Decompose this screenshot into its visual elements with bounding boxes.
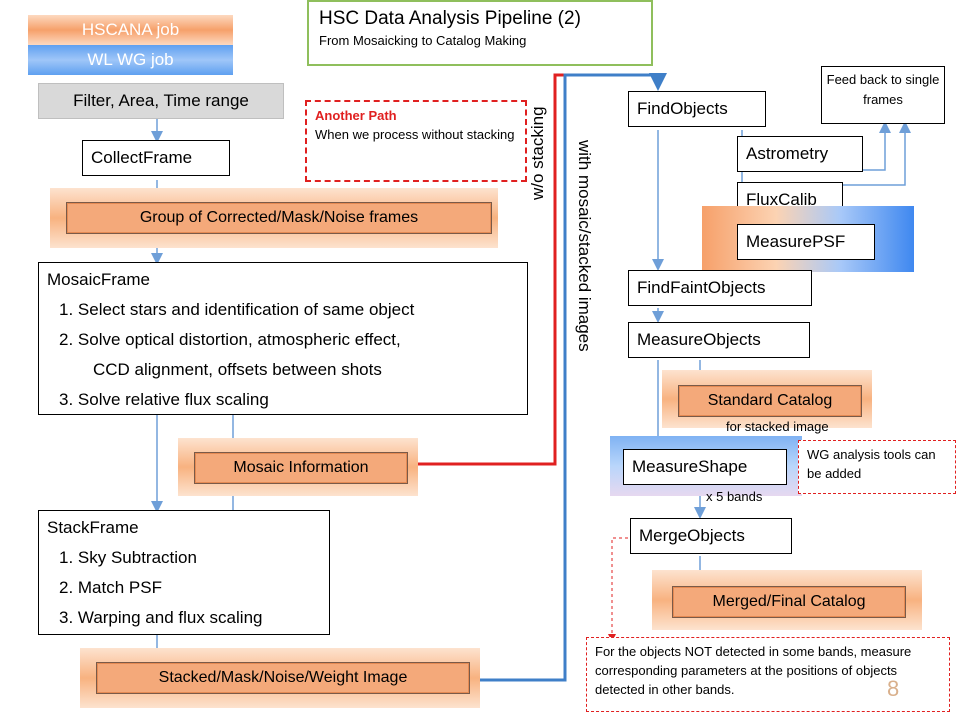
page-subtitle: From Mosaicking to Catalog Making	[319, 33, 527, 48]
title-box: HSC Data Analysis Pipeline (2) From Mosa…	[307, 0, 653, 66]
stack-frame-title: StackFrame	[47, 518, 139, 537]
collect-frame-box: CollectFrame	[82, 140, 230, 176]
mosaic-frame-title: MosaicFrame	[47, 270, 150, 289]
stack-frame-item-2: 2. Match PSF	[59, 578, 162, 597]
another-path-title: Another Path	[315, 108, 397, 123]
wo-stacking-label: w/o stacking	[528, 106, 547, 200]
legend-wlwg: WL WG job	[28, 45, 233, 75]
another-path-box: Another Path When we process without sta…	[305, 100, 527, 182]
page-number: 8	[887, 676, 900, 701]
feed-back-box: Feed back to single frames	[821, 66, 945, 124]
group-label: Group of Corrected/Mask/Noise frames	[66, 202, 492, 234]
mosaic-info-label: Mosaic Information	[194, 452, 408, 484]
arrow-astrometry-feedback	[863, 121, 891, 171]
wg-tools-box: WG analysis tools can be added	[798, 440, 956, 494]
measure-shape-box: MeasureShape	[623, 449, 787, 485]
x5-bands-note: x 5 bands	[706, 489, 763, 504]
stacked-label: Stacked/Mask/Noise/Weight Image	[96, 662, 470, 694]
merge-objects-box: MergeObjects	[630, 518, 792, 554]
mosaic-frame-item-4: 3. Solve relative flux scaling	[59, 390, 269, 409]
arrow-fluxcalib-feedback	[843, 121, 911, 186]
mosaic-frame-box: MosaicFrame 1. Select stars and identifi…	[38, 262, 528, 415]
measure-psf-box: MeasurePSF	[737, 224, 875, 260]
with-mosaic-label: with mosaic/stacked images	[575, 140, 594, 352]
stack-frame-item-1: 1. Sky Subtraction	[59, 548, 197, 567]
legend-hscana: HSCANA job	[28, 15, 233, 45]
merged-catalog-label: Merged/Final Catalog	[672, 586, 906, 618]
page-title: HSC Data Analysis Pipeline (2)	[319, 8, 581, 29]
filter-box: Filter, Area, Time range	[38, 83, 284, 119]
for-stacked-note: for stacked image	[726, 419, 829, 434]
blue-path-with-stacking	[472, 73, 667, 682]
find-faint-box: FindFaintObjects	[628, 270, 812, 306]
measure-objects-box: MeasureObjects	[628, 322, 810, 358]
mosaic-frame-item-1: 1. Select stars and identification of sa…	[59, 300, 415, 319]
stack-frame-box: StackFrame 1. Sky Subtraction 2. Match P…	[38, 510, 330, 635]
note-pointer	[608, 537, 628, 642]
stack-frame-item-3: 3. Warping and flux scaling	[59, 608, 263, 627]
another-path-text: When we process without stacking	[315, 127, 515, 142]
mosaic-frame-item-3: CCD alignment, offsets between shots	[93, 360, 382, 379]
left-flow-arrows	[151, 119, 239, 661]
undetected-note-box: For the objects NOT detected in some ban…	[586, 637, 950, 712]
find-objects-box: FindObjects	[628, 91, 766, 127]
astrometry-box: Astrometry	[737, 136, 863, 172]
mosaic-frame-item-2: 2. Solve optical distortion, atmospheric…	[59, 330, 401, 349]
standard-catalog-label: Standard Catalog	[678, 385, 862, 417]
